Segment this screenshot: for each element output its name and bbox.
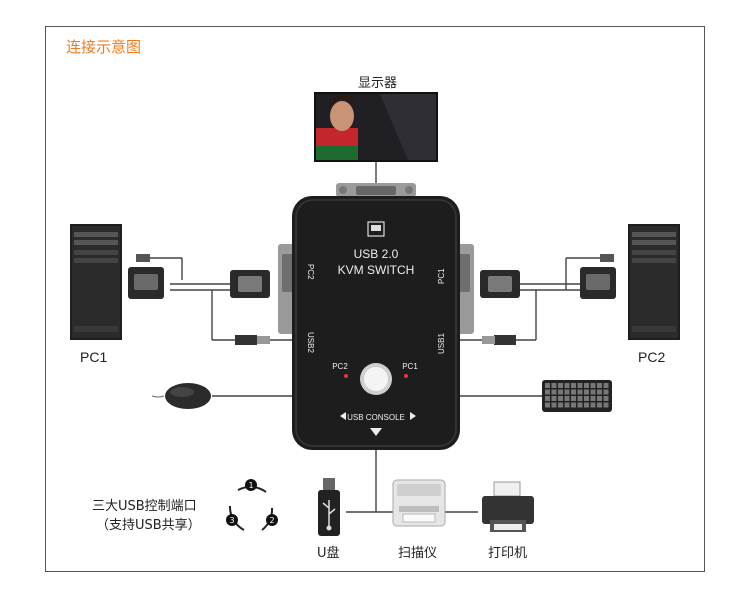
diagram-title: 连接示意图 (66, 38, 142, 56)
keyboard-key (558, 383, 563, 388)
switch-port-left-top: PC2 (306, 264, 315, 280)
keyboard-key (577, 396, 583, 401)
switch-port-right-top: PC1 (437, 268, 446, 284)
keyboard-key (558, 389, 563, 395)
keyboard-key (571, 389, 576, 395)
keyboard-key (584, 402, 589, 408)
pc-tower-right-icon (628, 224, 680, 340)
keyboard-key (564, 396, 570, 401)
keyboard-key (571, 402, 576, 408)
keyboard-key (603, 402, 609, 408)
keyboard-key (603, 389, 609, 395)
keyboard-key (551, 389, 557, 395)
pc-left-label: PC1 (80, 349, 108, 365)
switch-line2: KVM SWITCH (338, 263, 415, 277)
cycle-number-2: 2 (269, 516, 274, 525)
keyboard-key (571, 396, 576, 401)
monitor-icon (314, 92, 438, 162)
switch-port-right-bottom: USB1 (437, 333, 446, 354)
keyboard-key (545, 402, 550, 408)
keyboard-key (597, 396, 602, 401)
switch-button-left-label: PC2 (332, 362, 348, 371)
usb-sharing-text: （支持USB共享） (96, 518, 201, 533)
mouse-icon (151, 383, 211, 409)
keyboard-icon (542, 380, 612, 412)
keyboard-key (545, 389, 550, 395)
scanner-label: 扫描仪 (398, 546, 438, 561)
keyboard-key (558, 396, 563, 401)
keyboard-key (584, 396, 589, 401)
keyboard-key (603, 383, 609, 388)
keyboard-key (564, 389, 570, 395)
switch-line1: USB 2.0 (354, 247, 399, 261)
keyboard-key (584, 389, 589, 395)
switch-button-right-label: PC1 (402, 362, 418, 371)
keyboard-key (590, 402, 596, 408)
keyboard-key (564, 402, 570, 408)
vga-connector-top-icon (336, 183, 416, 197)
keyboard-key (545, 383, 550, 388)
switch-port-left-bottom: USB2 (306, 332, 315, 353)
keyboard-key (597, 383, 602, 388)
right-cable-plugs-icon (480, 254, 616, 345)
keyboard-key (545, 396, 550, 401)
left-cable-plugs-icon (128, 254, 270, 345)
usb-ports-text: 三大USB控制端口 (92, 499, 197, 514)
pc-tower-left-icon (70, 224, 122, 340)
keyboard-key (558, 402, 563, 408)
keyboard-key (577, 383, 583, 388)
udisk-label: U盘 (317, 546, 340, 561)
diagram-frame (45, 26, 705, 572)
cycle-number-1: 1 (248, 481, 253, 490)
keyboard-key (597, 402, 602, 408)
keyboard-key (551, 383, 557, 388)
usb-cycle-icon (226, 479, 278, 531)
keyboard-key (577, 389, 583, 395)
scanner-icon (392, 479, 446, 527)
usb-flash-drive-icon (318, 478, 340, 536)
cycle-number-3: 3 (229, 516, 234, 525)
monitor-label: 显示器 (358, 76, 398, 91)
keyboard-key (551, 396, 557, 401)
keyboard-key (590, 389, 596, 395)
keyboard-key (590, 396, 596, 401)
keyboard-key (584, 383, 589, 388)
keyboard-key (564, 383, 570, 388)
keyboard-key (551, 402, 557, 408)
printer-label: 打印机 (488, 546, 528, 561)
keyboard-key (577, 402, 583, 408)
keyboard-key (597, 389, 602, 395)
kvm-switch-device (292, 196, 460, 450)
switch-console-label: USB CONSOLE (347, 413, 405, 422)
keyboard-key (603, 396, 609, 401)
keyboard-key (590, 383, 596, 388)
printer-icon (482, 481, 534, 532)
pc-right-label: PC2 (638, 349, 666, 365)
keyboard-key (571, 383, 576, 388)
